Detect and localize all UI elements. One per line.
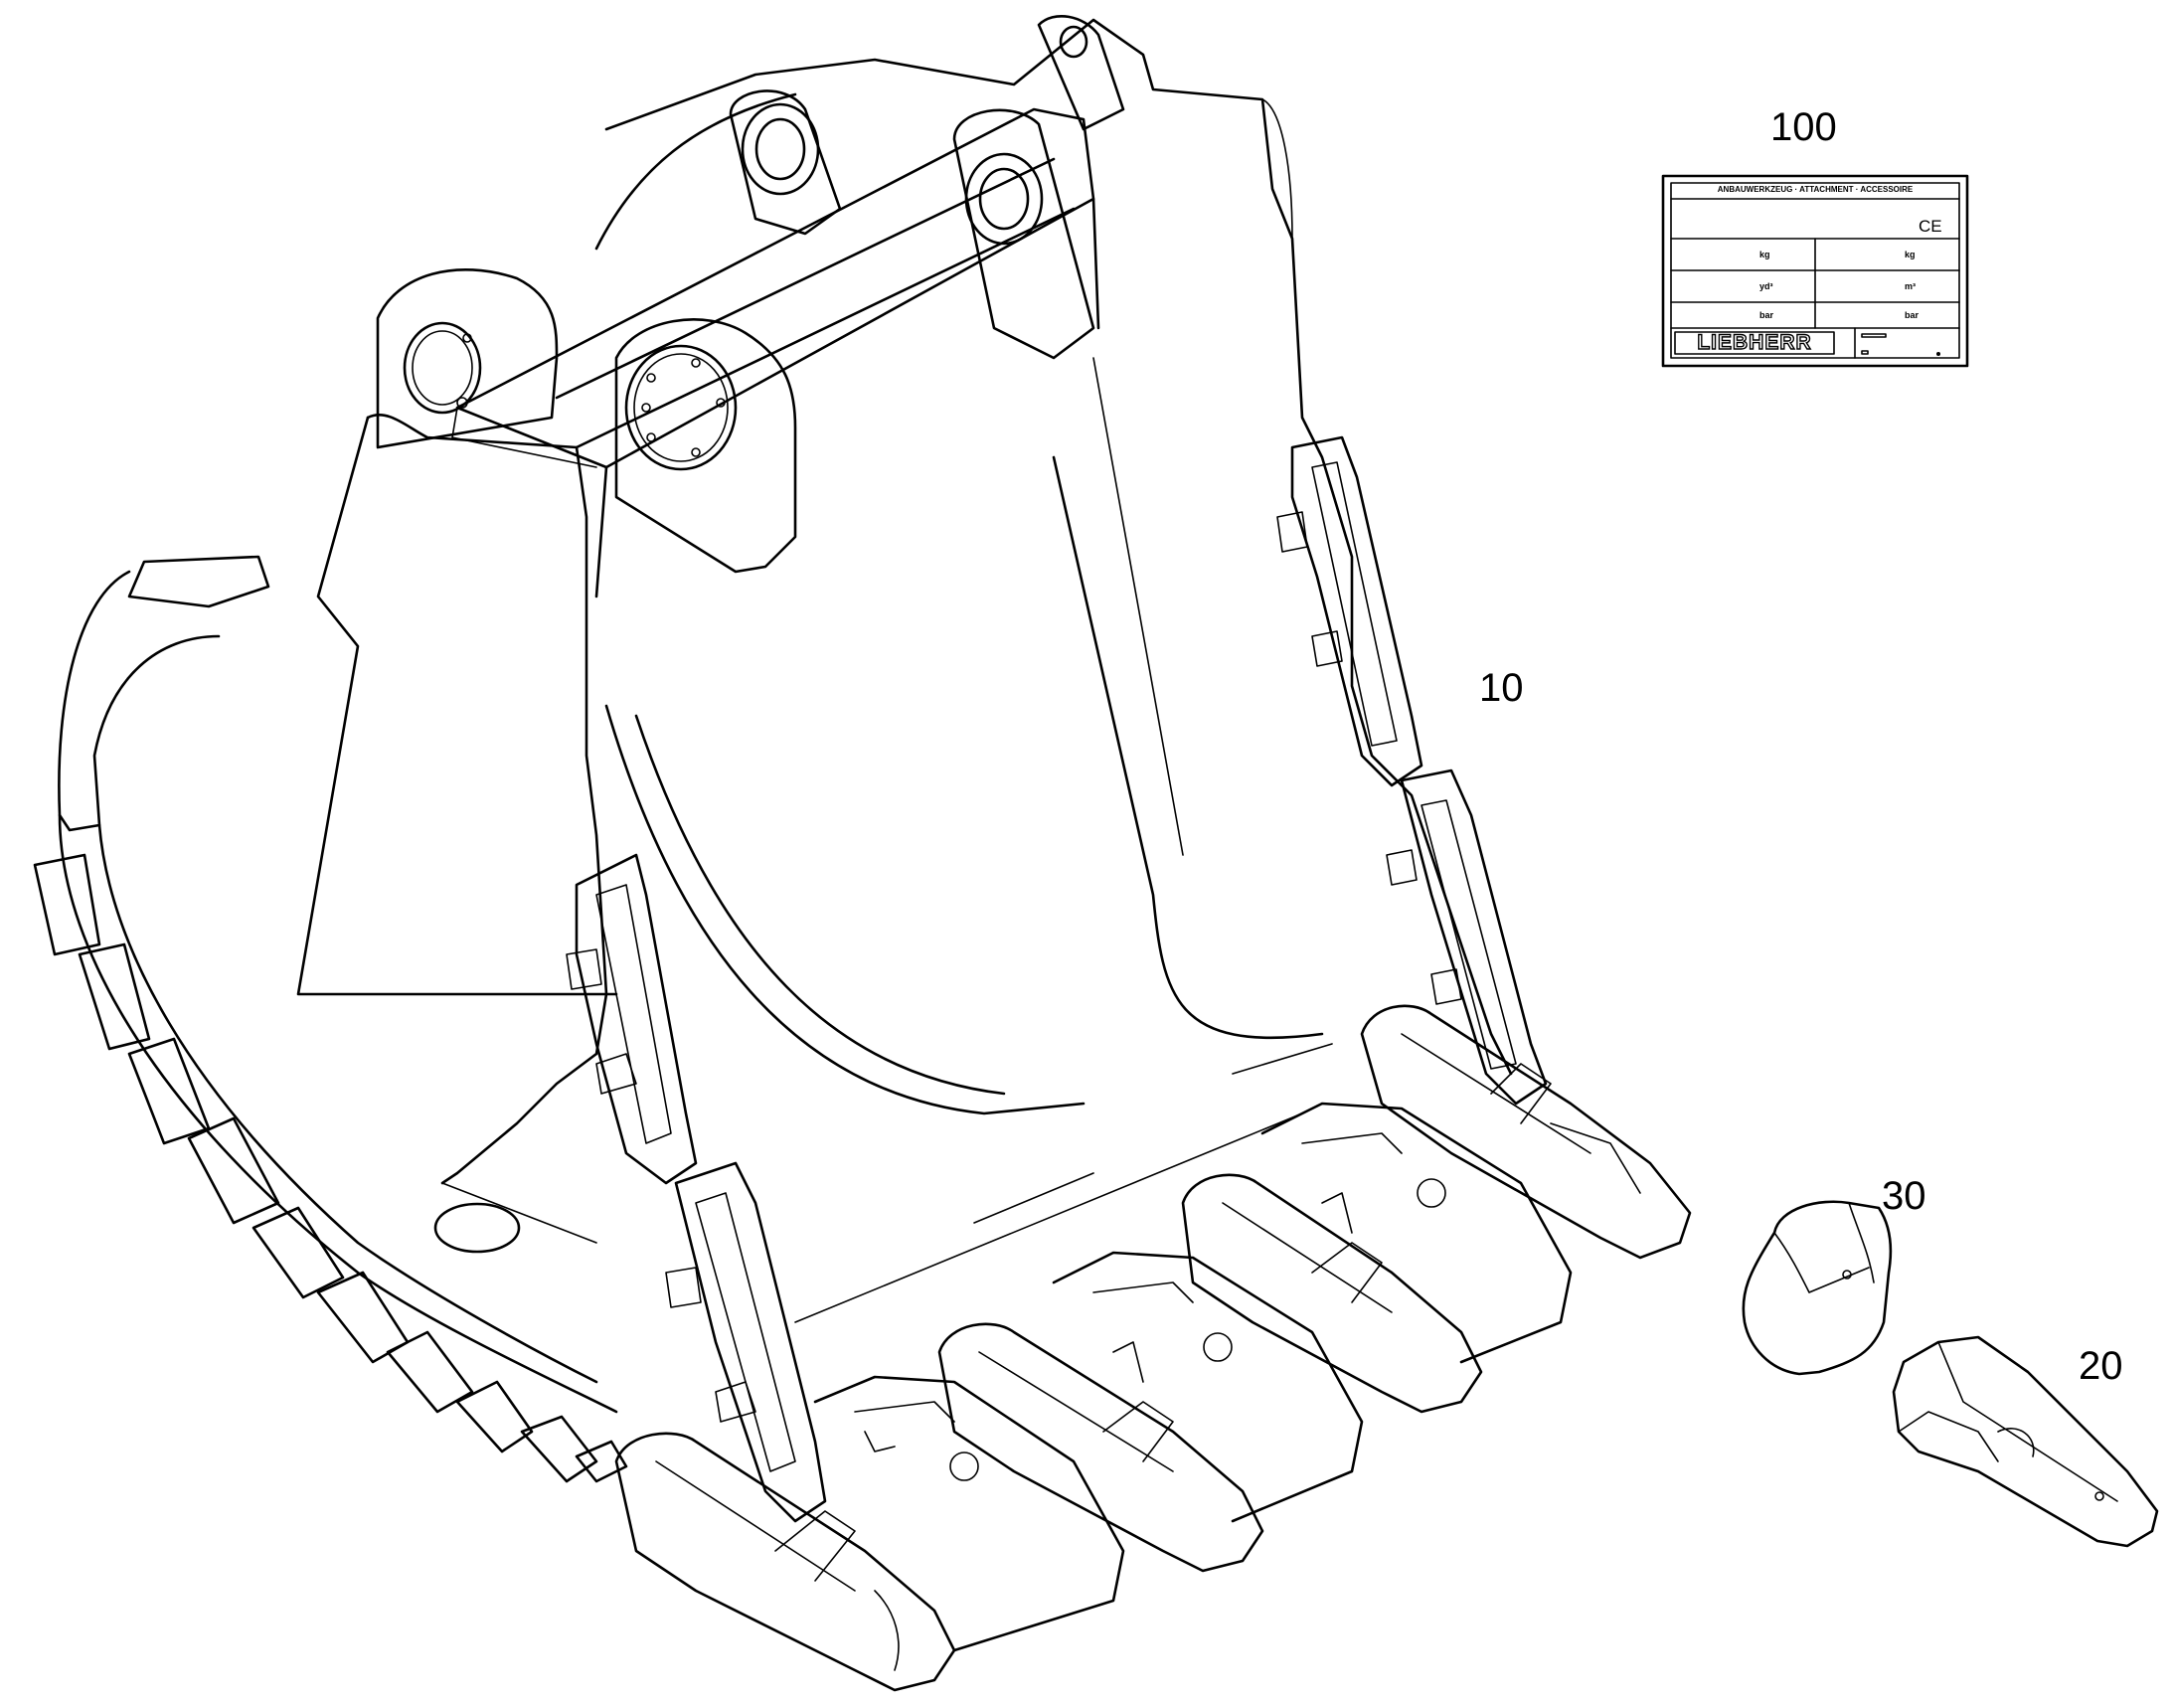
nameplate-header: ANBAUWERKZEUG · ATTACHMENT · ACCESSOIRE (1717, 185, 1914, 194)
side-cutter-left-lower (665, 1161, 827, 1523)
nameplate-unit-r1-right: kg (1905, 250, 1916, 259)
side-cutter-right-lower (1386, 769, 1548, 1106)
wear-pads (33, 853, 628, 1483)
nameplate-unit-r2-right: m³ (1905, 281, 1916, 291)
bucket-assembly (33, 15, 1692, 1692)
liebherr-logo: LIEBHERR (1697, 330, 1812, 354)
nameplate-unit-r1-left: kg (1759, 250, 1770, 259)
callout-100: 100 (1770, 105, 1837, 149)
callout-30: 30 (1882, 1174, 1926, 1218)
side-cutter-left-upper (566, 853, 698, 1185)
tooth-cap-part (1742, 1200, 1893, 1376)
tooth-row (614, 1004, 1692, 1692)
ce-mark: CE (1919, 217, 1942, 236)
nameplate-unit-r3-left: bar (1759, 310, 1774, 320)
tooth-part (1892, 1335, 2159, 1548)
pin-lug-front-right (614, 318, 797, 574)
nameplate (1661, 174, 1969, 368)
pin-lug-front-left (376, 268, 559, 449)
callout-20: 20 (2079, 1344, 2123, 1388)
callout-10: 10 (1479, 666, 1524, 710)
pin-lug-rear-left (729, 89, 842, 236)
nameplate-unit-r3-right: bar (1905, 310, 1920, 320)
lightening-hole (433, 1202, 521, 1254)
side-cutter-right-upper (1276, 435, 1423, 787)
nameplate-unit-r2-left: yd³ (1759, 281, 1773, 291)
